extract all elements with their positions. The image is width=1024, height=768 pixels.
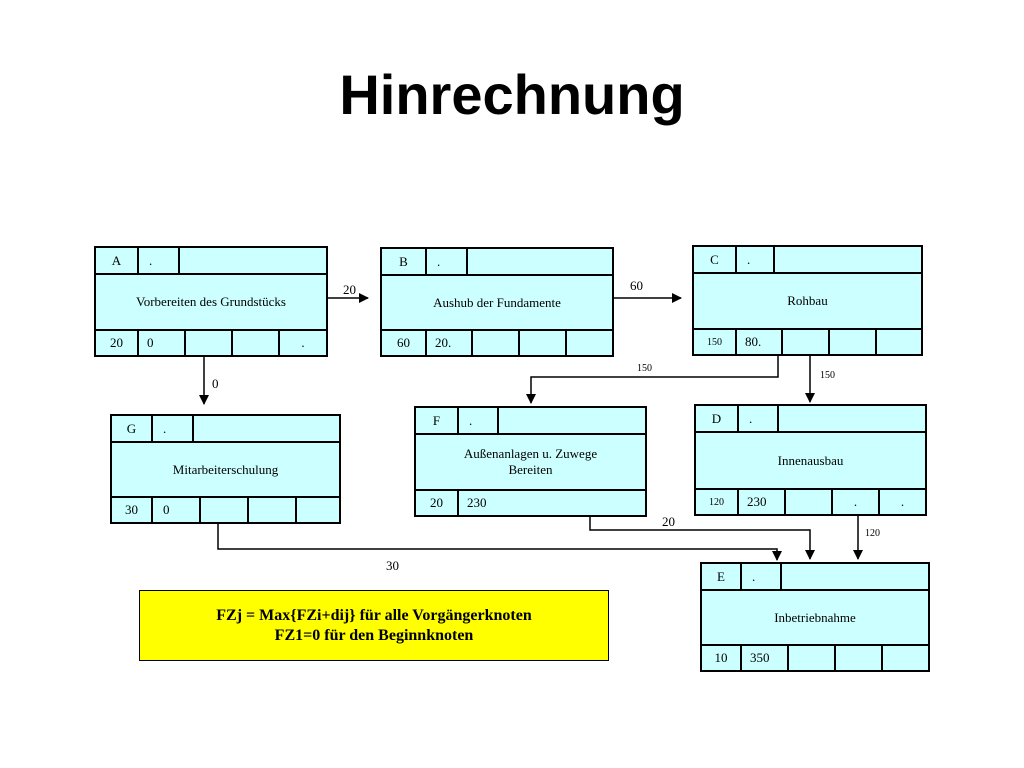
- node-e-name: Inbetriebnahme: [774, 609, 856, 625]
- edge-label-f-e: 20: [662, 514, 675, 529]
- edge-label-c-d: 150: [820, 370, 835, 381]
- node-a-fz: 0: [139, 331, 186, 355]
- node-g-id: G: [112, 416, 153, 441]
- formula-line-1: FZj = Max{FZi+dij} für alle Vorgängerkno…: [216, 606, 532, 624]
- node-d: D . Innenausbau 120 230 . .: [694, 404, 927, 516]
- node-a-name: Vorbereiten des Grundstücks: [136, 294, 286, 309]
- formula-line-2: FZ1=0 für den Beginnknoten: [274, 626, 474, 644]
- node-f-duration: 20: [416, 491, 459, 515]
- node-e-fz: 350: [742, 646, 789, 670]
- node-e: E . Inbetriebnahme 10 350: [700, 562, 930, 672]
- node-d-extra1: .: [833, 490, 880, 514]
- edge-label-a-g: 0: [212, 376, 219, 391]
- node-f-id: F: [416, 408, 459, 433]
- node-b-fz: 20.: [427, 331, 473, 355]
- node-c-name: Rohbau: [787, 293, 828, 308]
- node-f-name: Außenanlagen u. Zuwege Bereiten: [463, 446, 598, 477]
- edge-label-d-e: 120: [865, 528, 880, 539]
- node-d-extra2: .: [900, 494, 905, 509]
- node-b-id: B: [382, 249, 427, 274]
- node-g-duration: 30: [112, 498, 153, 522]
- edge-f-e: [589, 517, 815, 560]
- edge-label-b-c: 60: [630, 278, 643, 293]
- node-d-fz: 230: [739, 490, 786, 514]
- node-g-dot: .: [153, 416, 194, 441]
- node-b-duration: 60: [382, 331, 427, 355]
- node-a-id: A: [96, 248, 139, 273]
- node-e-duration: 10: [702, 646, 742, 670]
- node-a-dot: .: [139, 248, 180, 273]
- node-f: F . Außenanlagen u. Zuwege Bereiten 20 2…: [414, 406, 647, 517]
- node-g: G . Mitarbeiterschulung 30 0: [110, 414, 341, 524]
- edge-g-e: [217, 524, 782, 561]
- node-d-duration: 120: [696, 490, 739, 514]
- edge-label-c-f: 150: [637, 363, 652, 374]
- node-c-dot: .: [737, 247, 775, 272]
- node-a-duration: 20: [96, 331, 139, 355]
- edge-c-f: [526, 356, 779, 404]
- node-b-dot: .: [427, 249, 468, 274]
- edge-label-a-b: 20: [343, 282, 356, 297]
- node-c: C . Rohbau 150 80.: [692, 245, 923, 356]
- node-e-dot: .: [742, 564, 782, 589]
- node-d-dot: .: [739, 406, 779, 431]
- node-b-name: Aushub der Fundamente: [433, 294, 561, 310]
- node-b: B . Aushub der Fundamente 60 20.: [380, 247, 614, 357]
- edge-label-g-e: 30: [386, 558, 399, 573]
- node-f-dot: .: [459, 408, 499, 433]
- node-g-fz: 0: [153, 498, 201, 522]
- node-a: A . Vorbereiten des Grundstücks 20 0 .: [94, 246, 328, 357]
- node-c-fz: 80.: [737, 330, 783, 354]
- formula-box: FZj = Max{FZi+dij} für alle Vorgängerkno…: [139, 590, 609, 661]
- page-title: Hinrechnung: [339, 63, 685, 126]
- node-c-duration: 150: [694, 330, 737, 354]
- node-d-name: Innenausbau: [777, 452, 844, 468]
- node-f-fz: 230: [467, 495, 487, 510]
- node-g-name: Mitarbeiterschulung: [172, 461, 279, 477]
- node-e-id: E: [702, 564, 742, 589]
- node-d-id: D: [696, 406, 739, 431]
- node-a-extra: .: [301, 335, 305, 350]
- node-c-id: C: [694, 247, 737, 272]
